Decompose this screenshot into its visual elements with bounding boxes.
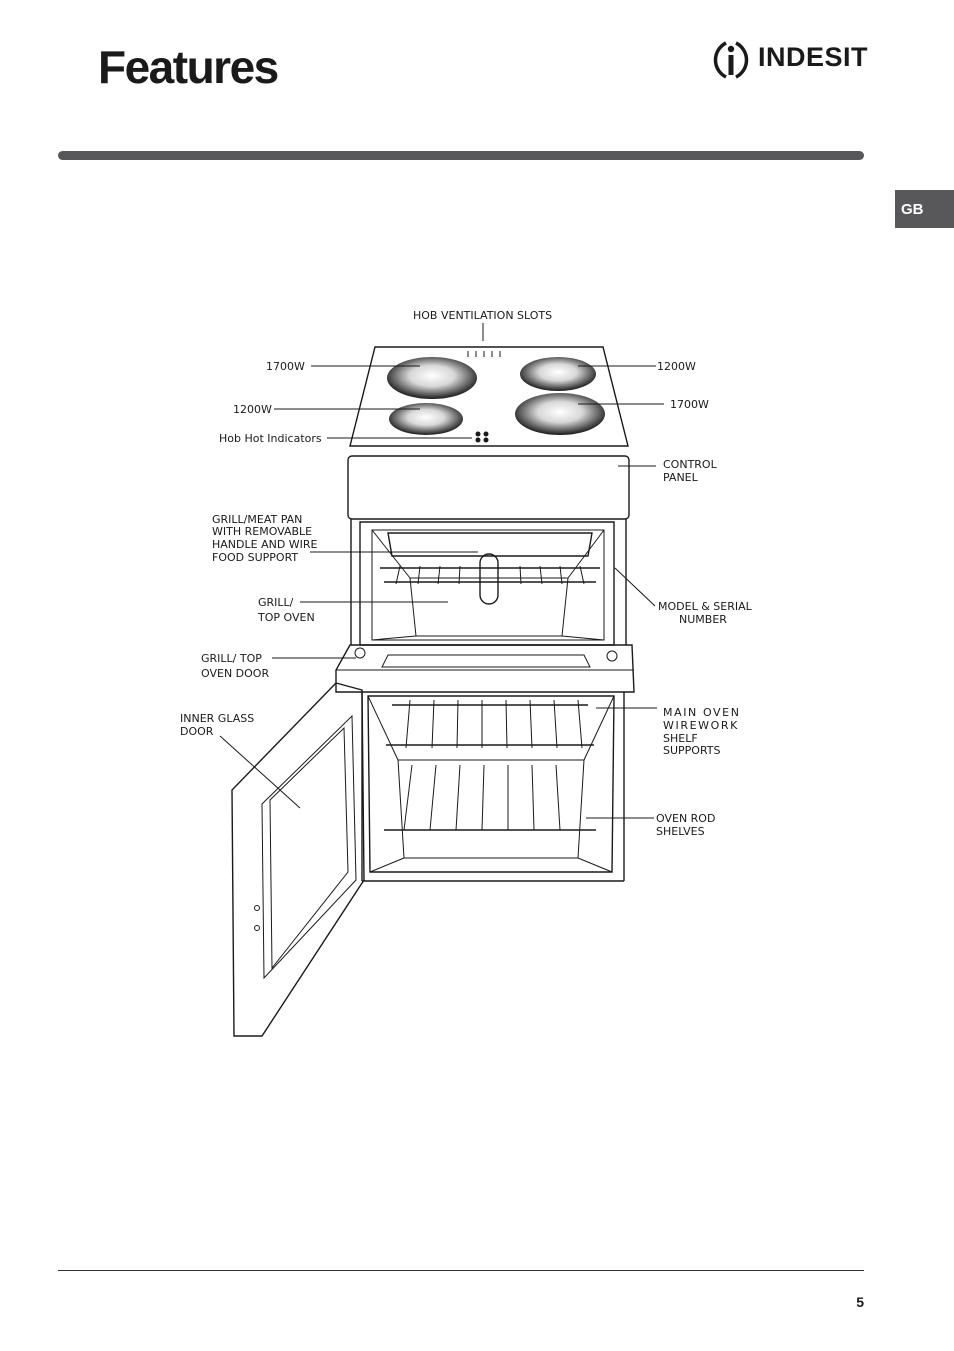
hotplate-left-front bbox=[389, 403, 463, 435]
header-rule bbox=[58, 151, 864, 160]
ventilation-slots bbox=[467, 351, 501, 357]
control-panel-fascia bbox=[347, 455, 630, 520]
label-hotplate-left-front-power: 1200W bbox=[233, 403, 272, 416]
main-oven-door bbox=[231, 682, 365, 1037]
label-hotplate-right-back-power: 1200W bbox=[657, 360, 696, 373]
label-oven-rod-shelves: OVEN ROD SHELVES bbox=[656, 812, 719, 838]
grill-pan-handle bbox=[479, 553, 499, 605]
top-oven-cavity bbox=[359, 521, 615, 646]
brand-name: INDESIT bbox=[758, 42, 869, 72]
language-tab: GB bbox=[895, 190, 954, 228]
page-number: 5 bbox=[856, 1294, 864, 1310]
hotplate-left-back bbox=[387, 357, 477, 399]
label-model-serial-number: MODEL & SERIAL NUMBER bbox=[658, 600, 755, 626]
label-hotplate-left-back-power: 1700W bbox=[266, 360, 305, 373]
cooker-body bbox=[350, 519, 627, 882]
hotplate-right-back bbox=[520, 357, 596, 391]
footer-rule bbox=[58, 1270, 864, 1271]
leader-lines bbox=[219, 323, 664, 819]
grill-pan bbox=[380, 532, 600, 605]
label-main-oven-shelf-supports: MAIN OVEN WIREWORK SHELF SUPPORTS bbox=[663, 706, 744, 757]
brand-logo: INDESIT bbox=[710, 38, 870, 82]
indesit-info-icon bbox=[713, 41, 749, 79]
main-oven-cavity bbox=[367, 695, 615, 873]
label-grill-top-oven-door: GRILL/ TOP OVEN DOOR bbox=[201, 652, 269, 680]
label-grill-top-oven: GRILL/ TOP OVEN bbox=[257, 596, 315, 624]
grill-door bbox=[335, 644, 635, 693]
label-hob-hot-indicators: Hob Hot Indicators bbox=[219, 432, 322, 445]
label-control-panel: CONTROL PANEL bbox=[663, 458, 720, 484]
label-grill-meat-pan: GRILL/MEAT PAN WITH REMOVABLE HANDLE AND… bbox=[212, 513, 321, 564]
hob bbox=[349, 346, 629, 447]
hob-hot-indicator-lights bbox=[475, 431, 489, 443]
label-hob-ventilation-slots: HOB VENTILATION SLOTS bbox=[413, 309, 552, 322]
page-title: Features bbox=[98, 41, 279, 93]
label-inner-glass-door: INNER GLASS DOOR bbox=[180, 712, 258, 738]
hotplate-right-front bbox=[515, 393, 605, 435]
label-hotplate-right-front-power: 1700W bbox=[670, 398, 709, 411]
